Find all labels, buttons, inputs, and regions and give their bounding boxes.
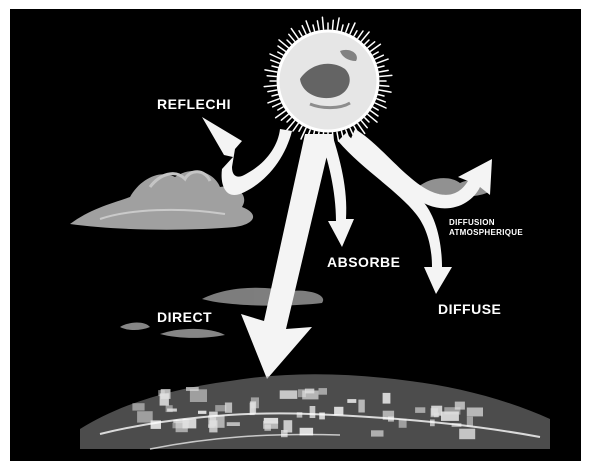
city-building	[310, 406, 316, 418]
city-building	[434, 413, 439, 418]
city-building	[215, 405, 226, 411]
city-building	[467, 408, 483, 417]
diagram-canvas: REFLECHI ABSORBE DIFFUSE DIRECT DIFFUSIO…	[10, 9, 581, 461]
city-building	[305, 389, 314, 394]
city-building	[284, 420, 293, 432]
city-building	[160, 393, 169, 405]
label-atmospheric-diffusion: DIFFUSION ATMOSPHERIQUE	[449, 218, 523, 238]
city-building	[264, 424, 271, 430]
city-building	[371, 430, 384, 436]
city-building	[444, 407, 460, 414]
city-building	[383, 393, 391, 404]
city-building	[250, 401, 256, 413]
sun-ray	[380, 86, 389, 87]
city-building	[176, 420, 188, 433]
city-building	[186, 387, 199, 391]
city-building	[280, 390, 298, 399]
city-building	[459, 429, 475, 440]
label-direct: DIRECT	[157, 309, 212, 325]
sun-ray	[267, 76, 276, 77]
city-building	[166, 405, 173, 412]
label-diffusion-line1: DIFFUSION	[449, 218, 523, 228]
label-reflected: REFLECHI	[157, 96, 231, 112]
city-building	[190, 389, 207, 402]
city-building	[319, 388, 328, 395]
city-building	[132, 403, 144, 410]
label-diffusion-line2: ATMOSPHERIQUE	[449, 228, 523, 238]
city-building	[198, 411, 206, 414]
city-building	[415, 407, 425, 413]
label-diffuse: DIFFUSE	[438, 301, 501, 317]
city-building	[225, 403, 232, 413]
city-building	[334, 407, 343, 415]
sun-ray	[333, 20, 334, 29]
label-absorbed: ABSORBE	[327, 254, 401, 270]
city-building	[467, 417, 473, 427]
city-building	[358, 400, 364, 413]
city-building	[347, 399, 356, 403]
city-building	[137, 411, 153, 422]
city-building	[298, 389, 306, 397]
city-building	[227, 422, 240, 426]
